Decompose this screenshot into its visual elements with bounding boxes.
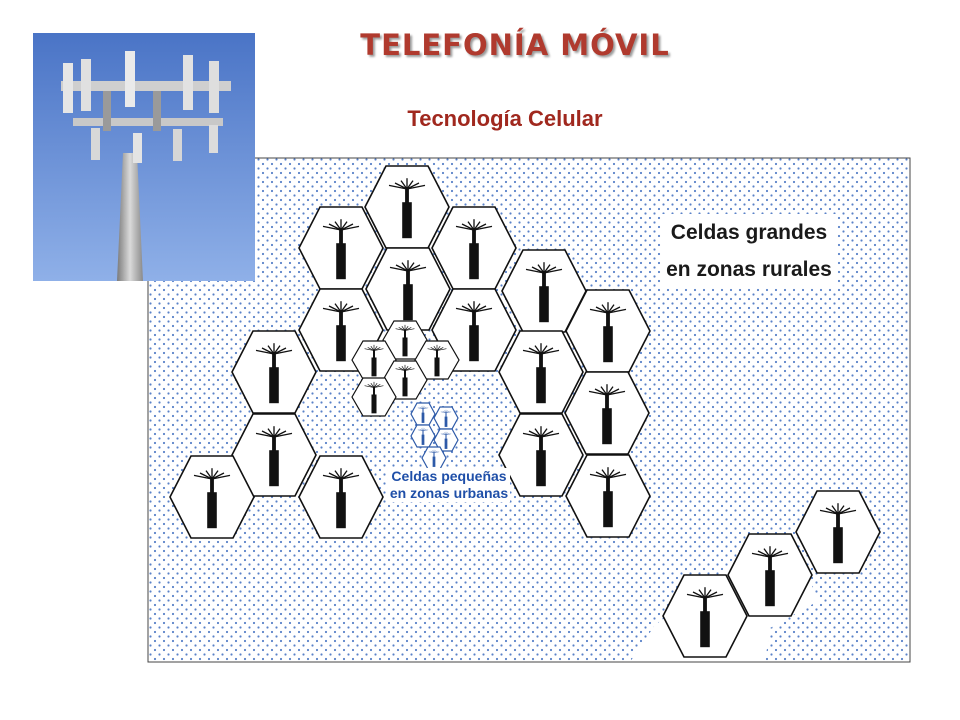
large-cell [564, 371, 650, 455]
small-cell [382, 320, 428, 360]
antenna-icon [364, 344, 384, 377]
antenna-icon [440, 409, 452, 427]
large-cell [365, 247, 451, 331]
antenna-icon [589, 302, 627, 363]
antenna-icon [322, 219, 360, 280]
urban-cell [410, 402, 436, 426]
large-cells-label: Celdas grandes en zonas rurales [661, 214, 837, 288]
large-cell [662, 574, 748, 658]
antenna-icon [322, 468, 360, 529]
urban-cell [410, 424, 436, 448]
large-cell [298, 206, 384, 290]
urban-cell [433, 406, 459, 430]
small-cells-label: Celdas pequeñas en zonas urbanas [388, 468, 510, 502]
antenna-icon [322, 301, 360, 362]
large-cell [231, 330, 317, 414]
large-cell [498, 330, 584, 414]
antenna-icon [751, 546, 789, 607]
antenna-icon [255, 426, 293, 487]
antenna-icon [395, 364, 415, 397]
small-cell [414, 340, 460, 380]
large-cell [565, 454, 651, 538]
antenna-icon [417, 427, 429, 445]
large-cells-group [169, 165, 881, 658]
antenna-icon [395, 324, 415, 357]
antenna-icon [686, 587, 724, 648]
small-cells-group [351, 320, 460, 417]
antenna-icon [589, 467, 627, 528]
antenna-icon [417, 405, 429, 423]
antenna-icon [455, 219, 493, 280]
antenna-icon [255, 343, 293, 404]
antenna-icon [388, 178, 426, 239]
large-cell [795, 490, 881, 574]
page-title: TELEFONÍA MÓVIL [360, 28, 670, 62]
small-cell [351, 377, 397, 417]
antenna-icon [364, 381, 384, 414]
antenna-icon [455, 301, 493, 362]
page-subtitle: Tecnología Celular [407, 106, 603, 131]
large-cell [364, 165, 450, 249]
cell-tower-photo [33, 33, 255, 281]
antenna-icon [525, 262, 563, 323]
antenna-icon [427, 344, 447, 377]
antenna-icon [522, 343, 560, 404]
antenna-icon [819, 503, 857, 564]
antenna-icon [588, 384, 626, 445]
large-cell [169, 455, 255, 539]
large-cell [727, 533, 813, 617]
large-cell [298, 455, 384, 539]
antenna-icon [428, 449, 440, 467]
large-cell [498, 413, 584, 497]
antenna-icon [389, 260, 427, 321]
antenna-icon [522, 426, 560, 487]
urban-cells-group [410, 402, 459, 470]
antenna-icon [193, 468, 231, 529]
urban-cell [421, 446, 447, 470]
antenna-icon [440, 431, 452, 449]
